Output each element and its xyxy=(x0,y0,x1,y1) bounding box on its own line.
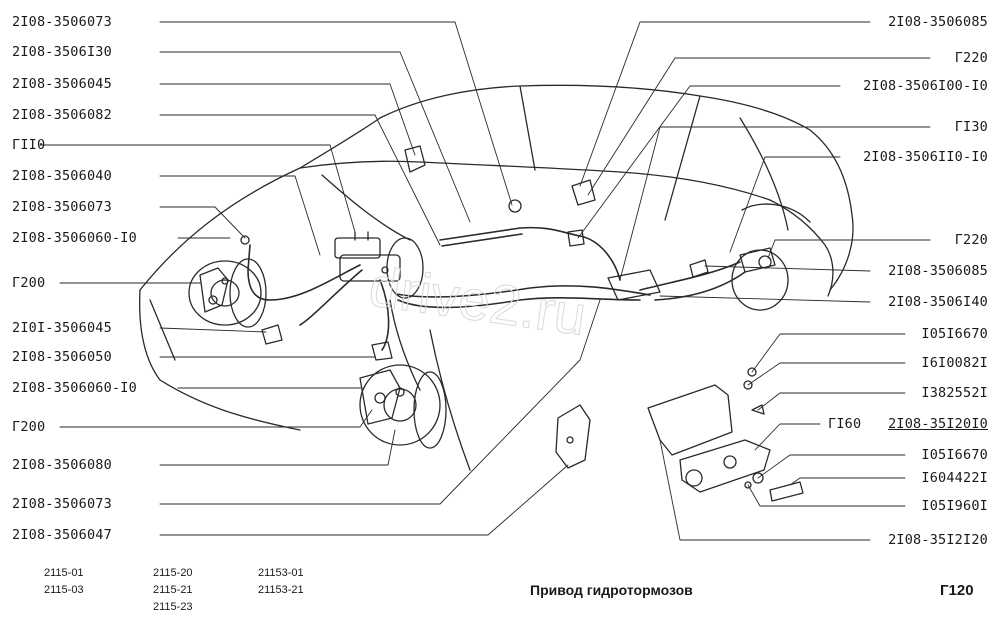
callout-right-14: I604422I xyxy=(921,470,988,486)
model-col3-item-1: 21153-01 xyxy=(258,567,304,579)
callout-right-4: ГI30 xyxy=(954,119,988,135)
leader-lines-left xyxy=(39,21,601,536)
callout-right-3: 2I08-3506I00-I0 xyxy=(863,78,988,94)
callout-right-13: I05I6670 xyxy=(921,447,988,463)
model-col1-item-2: 2115-03 xyxy=(44,584,84,596)
mounting-bracket xyxy=(555,404,591,469)
callout-inline: ГI60 xyxy=(828,416,862,432)
callout-right-16: 2I08-35I2I20 xyxy=(888,532,988,548)
callout-left-11: 2I08-3506050 xyxy=(12,349,112,365)
model-col3-item-2: 21153-21 xyxy=(258,584,304,596)
front-left-brake-assembly xyxy=(188,258,267,328)
leader-lines-right xyxy=(577,21,931,541)
pressure-regulator xyxy=(647,367,804,502)
callout-left-2: 2I08-3506I30 xyxy=(12,44,112,60)
car-body-outline xyxy=(139,84,854,471)
front-right-brake-assembly xyxy=(359,364,447,449)
callout-left-1: 2I08-3506073 xyxy=(12,14,112,30)
callout-left-13: Г200 xyxy=(12,419,46,435)
callout-left-3: 2I08-3506045 xyxy=(12,76,112,92)
callout-right-8: 2I08-3506I40 xyxy=(888,294,988,310)
callout-right-6: Г220 xyxy=(954,232,988,248)
callout-right-7: 2I08-3506085 xyxy=(888,263,988,279)
callout-left-8: 2I08-3506060-I0 xyxy=(12,230,137,246)
callout-right-1: 2I08-3506085 xyxy=(888,14,988,30)
callout-right-12: 2I08-35I20I0 xyxy=(888,416,988,432)
callout-left-10: 2I0I-3506045 xyxy=(12,320,112,336)
callout-right-11: I382552I xyxy=(921,385,988,401)
callout-left-9: Г200 xyxy=(12,275,46,291)
callout-left-12: 2I08-3506060-I0 xyxy=(12,380,137,396)
callout-right-10: I6I0082I xyxy=(921,355,988,371)
callout-left-14: 2I08-3506080 xyxy=(12,457,112,473)
callout-right-2: Г220 xyxy=(954,50,988,66)
watermark: drive2.ru xyxy=(365,254,590,347)
sheet-code: Г120 xyxy=(940,582,974,599)
callout-left-5: ГII0 xyxy=(12,137,46,153)
rear-brake-assembly xyxy=(731,247,789,311)
fittings xyxy=(240,145,709,361)
callout-left-6: 2I08-3506040 xyxy=(12,168,112,184)
model-col1-item-1: 2115-01 xyxy=(44,567,84,579)
model-col2-item-3: 2115-23 xyxy=(153,601,193,613)
callout-left-15: 2I08-3506073 xyxy=(12,496,112,512)
callout-left-4: 2I08-3506082 xyxy=(12,107,112,123)
callout-left-16: 2I08-3506047 xyxy=(12,527,112,543)
callout-right-5: 2I08-3506II0-I0 xyxy=(863,149,988,165)
brake-pipes xyxy=(247,226,746,351)
model-col2-item-1: 2115-20 xyxy=(153,567,193,579)
callout-left-7: 2I08-3506073 xyxy=(12,199,112,215)
model-col2-item-2: 2115-21 xyxy=(153,584,193,596)
diagram-title: Привод гидротормозов xyxy=(530,582,693,598)
callout-right-15: I05I960I xyxy=(921,498,988,514)
master-cylinder xyxy=(334,231,424,299)
callout-right-9: I05I6670 xyxy=(921,326,988,342)
